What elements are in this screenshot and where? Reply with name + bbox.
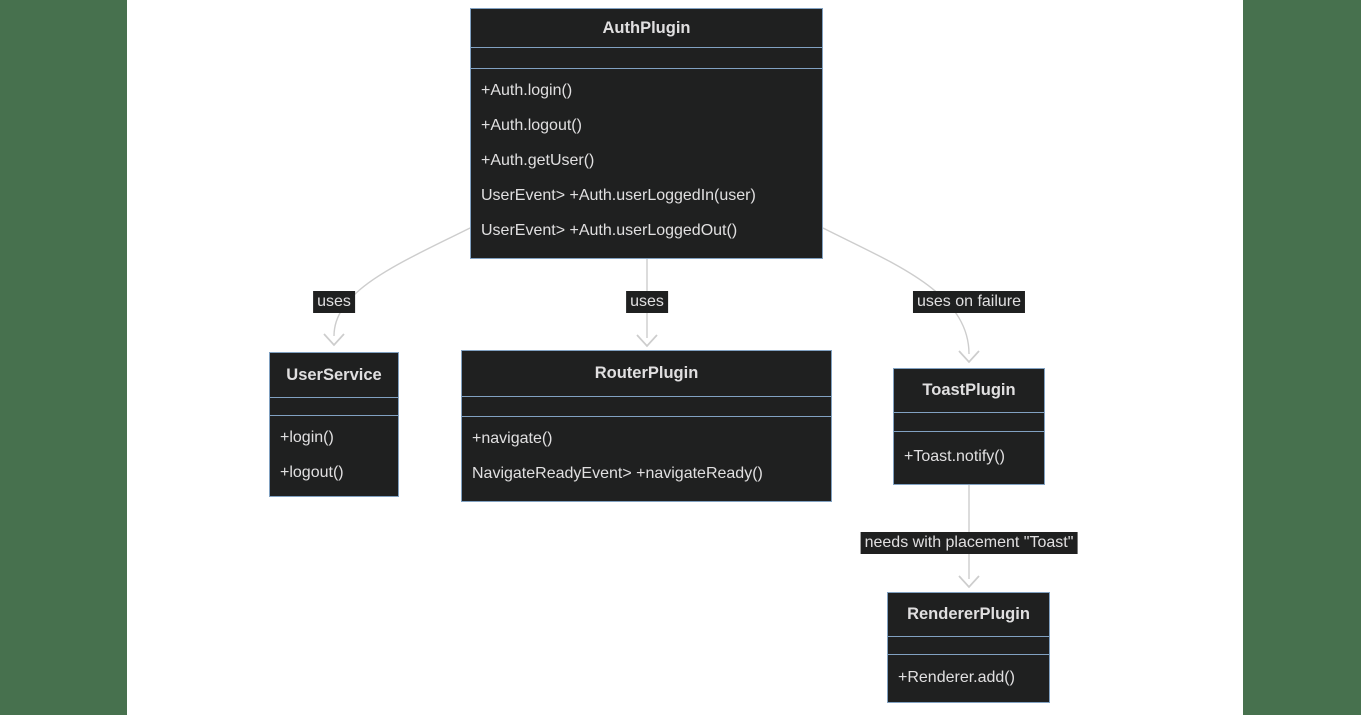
arrowhead-rendererplugin (958, 575, 980, 589)
class-routerplugin-attributes-empty (462, 397, 831, 417)
arrowhead-routerplugin (636, 334, 658, 348)
class-toastplugin-title: ToastPlugin (894, 369, 1044, 413)
class-toastplugin-methods: +Toast.notify() (894, 432, 1044, 478)
class-rendererplugin-attributes-empty (888, 637, 1049, 655)
class-method: UserEvent> +Auth.userLoggedOut() (481, 222, 738, 239)
class-method: +Renderer.add() (898, 669, 1015, 686)
class-method: +Auth.logout() (481, 117, 582, 134)
class-method: +Auth.login() (481, 82, 573, 99)
class-userservice-methods: +login() +logout() (270, 416, 398, 490)
class-userservice-attributes-empty (270, 398, 398, 416)
class-routerplugin-methods: +navigate() NavigateReadyEvent> +navigat… (462, 417, 831, 491)
class-toastplugin: ToastPlugin +Toast.notify() (893, 368, 1045, 485)
edge-label-uses-routerplugin: uses (626, 291, 668, 313)
class-method: +Toast.notify() (904, 448, 1005, 465)
class-authplugin-title: AuthPlugin (471, 9, 822, 48)
class-toastplugin-attributes-empty (894, 413, 1044, 432)
class-userservice-title: UserService (270, 353, 398, 398)
class-method: +logout() (280, 464, 344, 481)
class-routerplugin-title: RouterPlugin (462, 351, 831, 397)
class-method: NavigateReadyEvent> +navigateReady() (472, 465, 763, 482)
class-routerplugin: RouterPlugin +navigate() NavigateReadyEv… (461, 350, 832, 502)
class-userservice: UserService +login() +logout() (269, 352, 399, 497)
class-method: +login() (280, 429, 334, 446)
class-rendererplugin: RendererPlugin +Renderer.add() (887, 592, 1050, 703)
edge-label-needs-placement: needs with placement "Toast" (860, 532, 1078, 554)
arrowhead-toastplugin (958, 350, 980, 364)
edge-label-uses-userservice: uses (313, 291, 355, 313)
class-method: +navigate() (472, 430, 553, 447)
class-rendererplugin-methods: +Renderer.add() (888, 655, 1049, 697)
edge-auth-userservice (333, 227, 471, 337)
class-authplugin-methods: +Auth.login() +Auth.logout() +Auth.getUs… (471, 69, 822, 248)
edge-label-uses-on-failure: uses on failure (912, 291, 1026, 313)
class-method: UserEvent> +Auth.userLoggedIn(user) (481, 187, 756, 204)
diagram-canvas: AuthPlugin +Auth.login() +Auth.logout() … (127, 0, 1243, 715)
class-authplugin-attributes-empty (471, 48, 822, 69)
class-rendererplugin-title: RendererPlugin (888, 593, 1049, 637)
arrowhead-userservice (323, 333, 345, 347)
class-method: +Auth.getUser() (481, 152, 595, 169)
class-authplugin: AuthPlugin +Auth.login() +Auth.logout() … (470, 8, 823, 259)
